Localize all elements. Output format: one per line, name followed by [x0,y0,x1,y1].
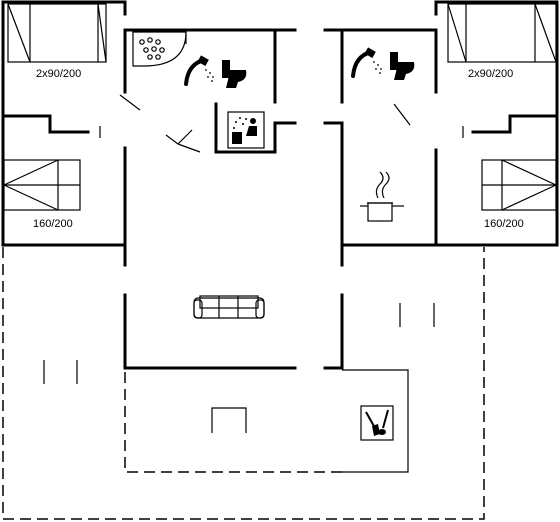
utility-room [342,369,409,473]
bed-upper-right [447,3,557,63]
bed-lower-right [481,159,557,211]
bed-label-lower-left: 160/200 [33,218,73,230]
exterior-walls [1,0,559,370]
terrace-outline [2,247,485,520]
interior-walls [1,28,559,247]
bed-label-lower-right: 160/200 [484,218,524,230]
shower-icon [351,47,382,78]
bed-label-upper-left: 2x90/200 [36,68,81,80]
bed-label-upper-right: 2x90/200 [468,68,513,80]
table-icon [211,407,247,433]
sauna-icon [227,111,265,149]
jacuzzi-icon [132,31,187,67]
stove-icon [360,171,404,222]
shower-icon [184,55,214,86]
sofa-icon [193,295,265,319]
bed-lower-left [3,159,81,211]
terrace-bench-right [399,303,435,327]
bed-upper-left [7,3,107,63]
utility-icon [360,405,394,441]
toilet-icon [222,60,247,88]
terrace-bench-left [43,360,78,384]
toilet-icon [390,52,415,80]
